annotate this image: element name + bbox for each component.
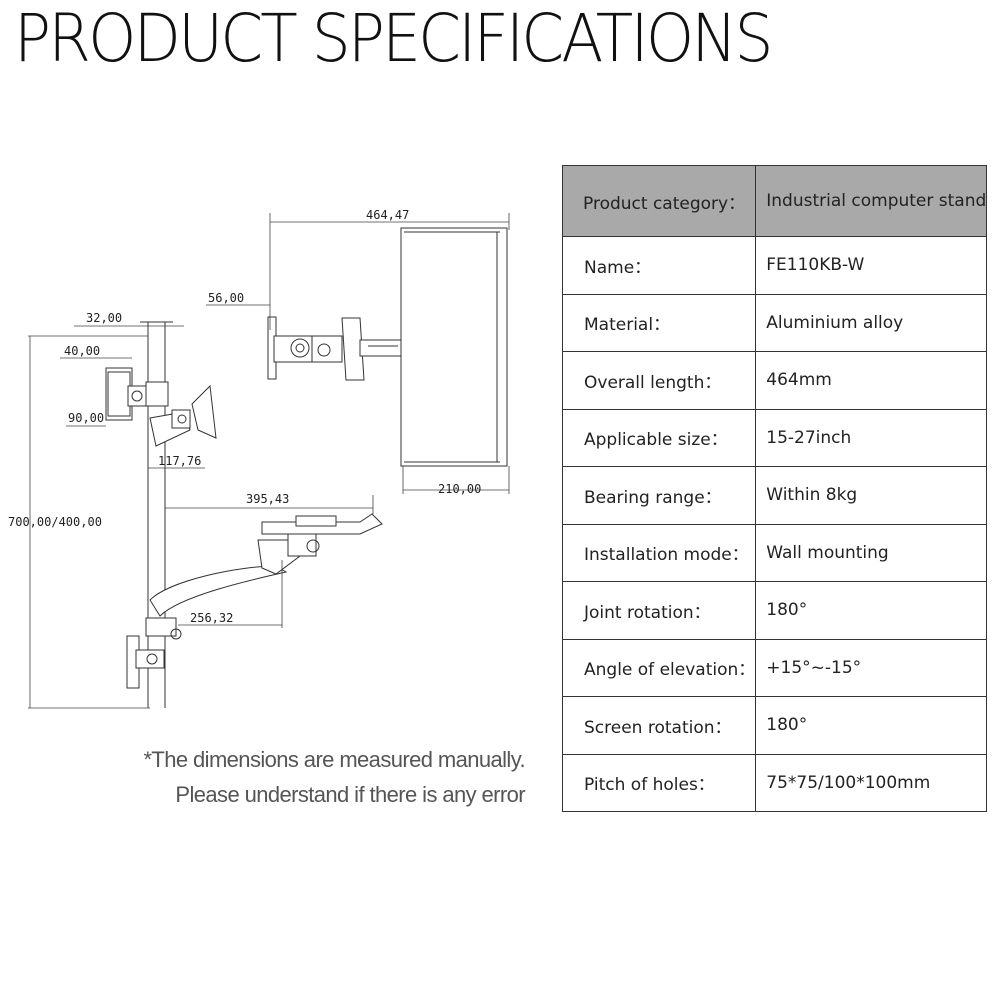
spec-label: Joint rotation：	[561, 581, 757, 640]
dim-lower-arm: 256,32	[190, 611, 233, 625]
upper-clamp	[105, 367, 169, 421]
spec-value: Within 8kg	[755, 466, 988, 525]
spec-value: 75*75/100*100mm	[755, 753, 988, 812]
spec-row: Joint rotation：180°	[561, 581, 988, 640]
spec-label: Bearing range：	[561, 466, 757, 525]
spec-row: Pitch of holes：75*75/100*100mm	[561, 753, 988, 812]
spec-value: 180°	[755, 696, 988, 755]
spec-row: Material：Aluminium alloy	[561, 293, 988, 352]
spec-row: Bearing range：Within 8kg	[561, 466, 988, 525]
spec-row: Screen rotation：180°	[561, 696, 988, 755]
spec-label: Name：	[561, 236, 757, 295]
dim-screen-depth: 210,00	[438, 482, 481, 496]
spec-label: Screen rotation：	[561, 696, 757, 755]
spec-row: Applicable size：15-27inch	[561, 408, 988, 467]
note-line-2: Please understand if there is any error	[175, 782, 525, 807]
note-line-1: *The dimensions are measured manually.	[143, 747, 525, 772]
spec-label: Pitch of holes：	[561, 753, 757, 812]
spec-label: Material：	[561, 293, 757, 352]
spec-value: 180°	[755, 581, 988, 640]
spec-row: Name：FE110KB-W	[561, 236, 988, 295]
measurement-note: *The dimensions are measured manually. P…	[120, 742, 525, 812]
dim-arm-length: 395,43	[246, 492, 289, 506]
spec-value: 15-27inch	[755, 408, 988, 467]
dim-joint-offset: 117,76	[158, 454, 201, 468]
dim-height-range: 700,00/400,00	[8, 515, 102, 529]
dim-clamp-left: 40,00	[64, 344, 100, 358]
page-title: PRODUCT SPECIFICATIONS	[14, 0, 773, 77]
spec-value: FE110KB-W	[755, 236, 988, 295]
monitor-side	[400, 227, 508, 467]
spec-label: Product category：	[561, 165, 757, 237]
upper-arm	[149, 384, 217, 447]
spec-header-row: Product category： Industrial computer st…	[561, 165, 988, 237]
dim-clamp-height: 90,00	[68, 411, 104, 425]
spec-label: Applicable size：	[561, 408, 757, 467]
spec-value: Wall mounting	[755, 523, 988, 582]
spec-table: Product category： Industrial computer st…	[561, 165, 988, 812]
lower-clamp	[126, 617, 182, 689]
spec-value: Aluminium alloy	[755, 293, 988, 352]
top-mount	[267, 316, 403, 381]
technical-drawing: 464,47 56,00 32,00 40,00 90,00 117,76 70…	[8, 208, 510, 709]
spec-value: +15°~-15°	[755, 638, 988, 697]
spec-label: Installation mode：	[561, 523, 757, 582]
dim-arm-left: 32,00	[86, 311, 122, 325]
spec-row: Installation mode：Wall mounting	[561, 523, 988, 582]
dim-top-offset: 56,00	[208, 291, 244, 305]
lower-arm	[149, 513, 383, 617]
spec-value: Industrial computer stand	[755, 165, 988, 237]
spec-row: Overall length：464mm	[561, 351, 988, 410]
dim-overall-length: 464,47	[366, 208, 409, 222]
spec-value: 464mm	[755, 351, 988, 410]
spec-label: Angle of elevation：	[561, 638, 757, 697]
spec-row: Angle of elevation：+15°~-15°	[561, 638, 988, 697]
spec-label: Overall length：	[561, 351, 757, 410]
